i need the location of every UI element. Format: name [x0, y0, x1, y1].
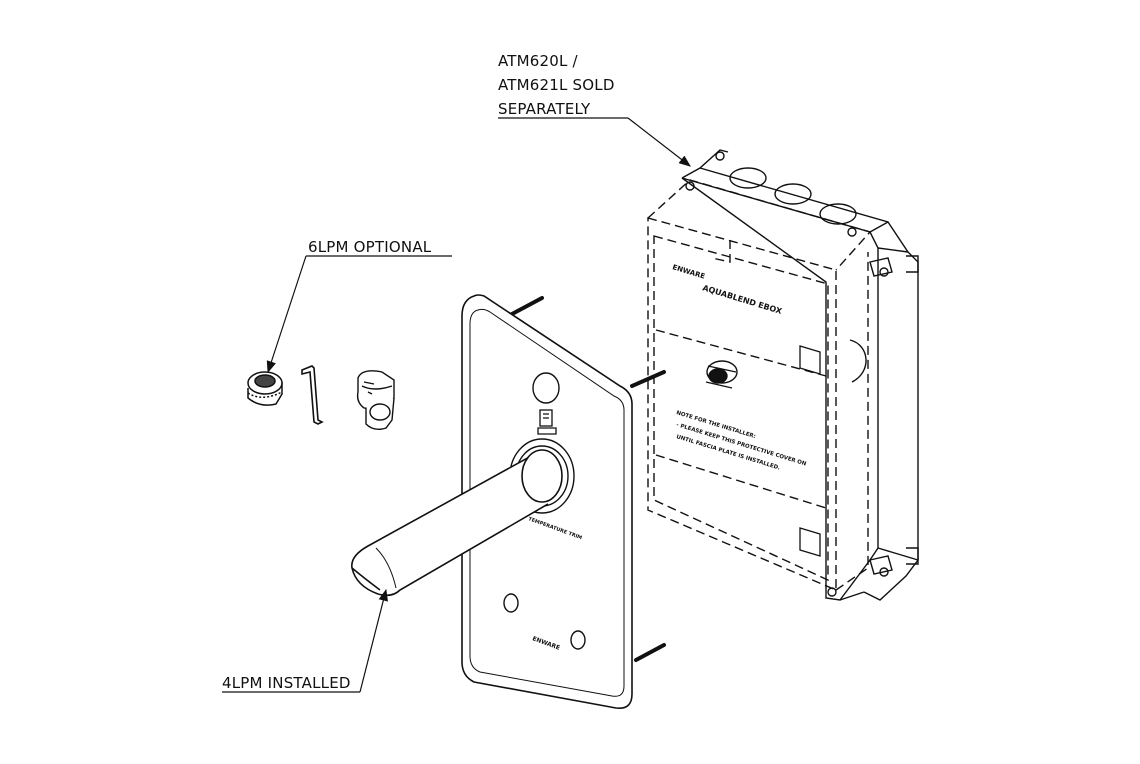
- callout-atm-line2: ATM621L SOLD: [498, 76, 615, 94]
- ebox-protective-cover: [647, 179, 872, 592]
- ebox-label: AQUABLEND EBOX: [701, 283, 783, 316]
- callout-6lpm-optional: 6LPM OPTIONAL: [308, 238, 432, 256]
- ebox-brand: ENWARE: [671, 263, 706, 281]
- callout-4lpm-installed: 4LPM INSTALLED: [222, 674, 351, 692]
- allen-key-icon: [301, 365, 324, 425]
- mounting-screws: [510, 296, 666, 662]
- callout-atm-line1: ATM620L /: [498, 52, 579, 70]
- tap-icon: [537, 409, 557, 435]
- retaining-clip: [356, 370, 395, 431]
- flow-regulator-6lpm: [247, 371, 283, 406]
- callout-atm-line3: SEPARATELY: [498, 100, 591, 118]
- spout: [351, 449, 563, 597]
- ebox-housing: [681, 149, 919, 601]
- ebox-cover-clips: [799, 345, 821, 557]
- ebox-connector-icon: [705, 360, 738, 389]
- leader-lines: [222, 117, 691, 693]
